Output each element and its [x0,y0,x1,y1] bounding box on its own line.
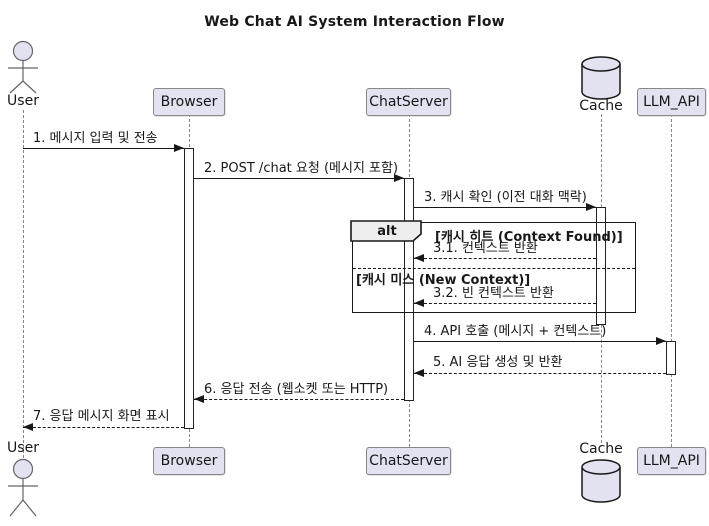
participant-label-user-bottom: User [7,440,39,456]
message-3-label: 3. 캐시 확인 (이전 대화 맥락) [424,190,587,205]
message-5-line [414,373,666,374]
participant-browser-bottom: Browser [153,447,225,475]
participant-llmapi: LLM_API [637,88,706,116]
activation-cache [596,207,606,325]
participant-chatserver: ChatServer [366,88,451,116]
alt-condition-hit: [캐시 히트 (Context Found)] [435,230,623,245]
arrowhead [394,174,404,182]
database-icon-bottom [581,459,621,503]
actor-icon [8,40,38,94]
arrowhead [23,423,33,431]
message-4-line [414,341,666,342]
alt-frame: alt [캐시 히트 (Context Found)] [캐시 미스 (New … [350,220,636,313]
message-3-line [414,207,596,208]
message-3-1-label: 3.1. 컨텍스트 반환 [433,241,538,256]
message-3-2-line [414,303,596,304]
participant-label-cache: Cache [579,98,623,114]
arrowhead [656,337,666,345]
arrowhead [414,254,424,262]
message-3-2-label: 3.2. 빈 컨텍스트 반환 [433,286,554,301]
participant-label-user: User [7,93,39,109]
activation-browser [184,148,194,429]
participant-chatserver-bottom: ChatServer [366,447,451,475]
actor-icon-bottom [8,458,38,517]
message-3-1-line [414,258,596,259]
message-7-label: 7. 응답 메시지 화면 표시 [33,409,170,424]
arrowhead [414,299,424,307]
activation-llmapi [666,341,676,375]
database-icon [581,56,621,100]
message-6-label: 6. 응답 전송 (웹소켓 또는 HTTP) [204,382,389,397]
message-1-label: 1. 메시지 입력 및 전송 [33,131,158,146]
arrowhead [414,369,424,377]
alt-operator-label: alt [377,224,397,239]
message-6-line [194,399,404,400]
alt-operator-pentagon [350,220,423,243]
message-2-line [194,178,404,179]
alt-divider-line [353,268,635,269]
diagram-title: Web Chat AI System Interaction Flow [204,14,505,30]
message-2-label: 2. POST /chat 요청 (메시지 포함) [204,161,399,176]
arrowhead [586,203,596,211]
lifeline-llmapi [671,114,672,447]
message-4-label: 4. API 호출 (메시지 + 컨텍스트) [424,324,607,339]
message-7-line [23,427,184,428]
lifeline-user [23,110,24,458]
participant-browser: Browser [153,88,225,116]
message-1-line [23,148,184,149]
arrowhead [194,395,204,403]
activation-chatserver [404,178,414,401]
arrowhead [174,144,184,152]
participant-llmapi-bottom: LLM_API [637,447,706,475]
message-5-label: 5. AI 응답 생성 및 반환 [433,355,563,370]
participant-label-cache-bottom: Cache [579,441,623,457]
alt-condition-miss: [캐시 미스 (New Context)] [356,273,531,288]
